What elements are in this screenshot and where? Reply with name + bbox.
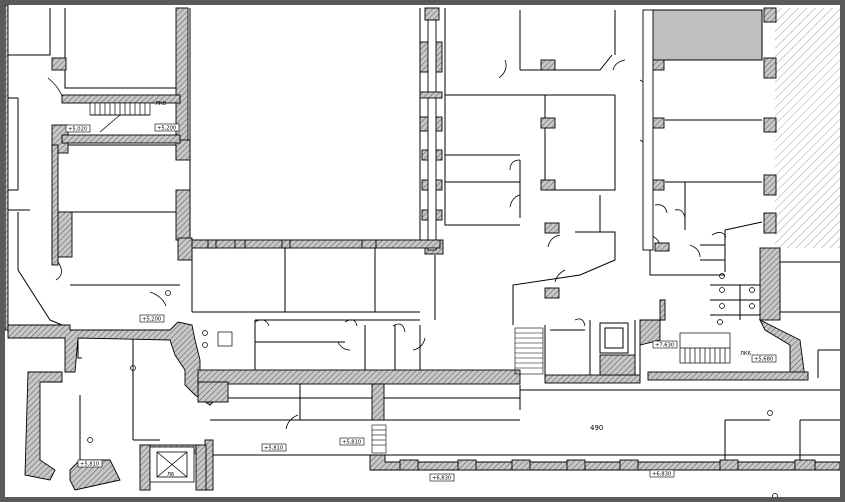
svg-text:+5,680: +5,680 xyxy=(754,357,773,363)
level-mark: +6,830 xyxy=(429,473,455,482)
svg-text:+6,830: +6,830 xyxy=(652,472,671,478)
svg-text:+5,810: +5,810 xyxy=(264,446,283,452)
walls xyxy=(5,5,840,491)
stair-lk6-label: ЛК6 xyxy=(740,351,751,357)
level-marks: +5,020 +5,200 +5,200 +5,810 +5,810 +5,81… xyxy=(65,123,777,482)
partition-lines xyxy=(8,8,840,460)
elevator-label: Л6 xyxy=(167,472,174,478)
svg-text:+5,810: +5,810 xyxy=(80,462,99,468)
svg-text:+6,830: +6,830 xyxy=(432,476,451,482)
stair-lk8-label: ЛК8 xyxy=(155,101,166,107)
exterior-hatched-area xyxy=(775,8,840,248)
elevator-shaft xyxy=(149,446,195,483)
floor-plan-drawing: +5,020 +5,200 +5,200 +5,810 +5,810 +5,81… xyxy=(5,5,840,497)
svg-text:+7,630: +7,630 xyxy=(655,343,674,349)
level-mark: +7,630 xyxy=(652,340,678,349)
toilet-fixtures xyxy=(87,273,778,497)
level-mark: +5,200 xyxy=(139,314,165,323)
level-mark: +5,810 xyxy=(339,437,365,446)
stair-center xyxy=(514,327,544,375)
floor-plan-sheet: +5,020 +5,200 +5,200 +5,810 +5,810 +5,81… xyxy=(5,5,840,497)
stair-bottom xyxy=(371,424,387,454)
stair-lk6 xyxy=(679,332,731,364)
room-number: 490 xyxy=(590,424,603,432)
level-mark: +6,830 xyxy=(649,469,675,478)
level-mark: +5,020 xyxy=(65,124,91,133)
svg-text:+5,020: +5,020 xyxy=(68,127,87,133)
shaded-room xyxy=(651,9,763,61)
level-mark: +5,200 xyxy=(154,123,180,132)
svg-text:+5,200: +5,200 xyxy=(157,126,176,132)
level-mark: +5,810 xyxy=(261,443,287,452)
stair-lk8 xyxy=(89,102,151,133)
level-mark: +5,810 xyxy=(77,459,103,468)
svg-text:+5,810: +5,810 xyxy=(342,440,361,446)
svg-text:+5,200: +5,200 xyxy=(142,317,161,323)
level-mark: +5,680 xyxy=(751,354,777,363)
